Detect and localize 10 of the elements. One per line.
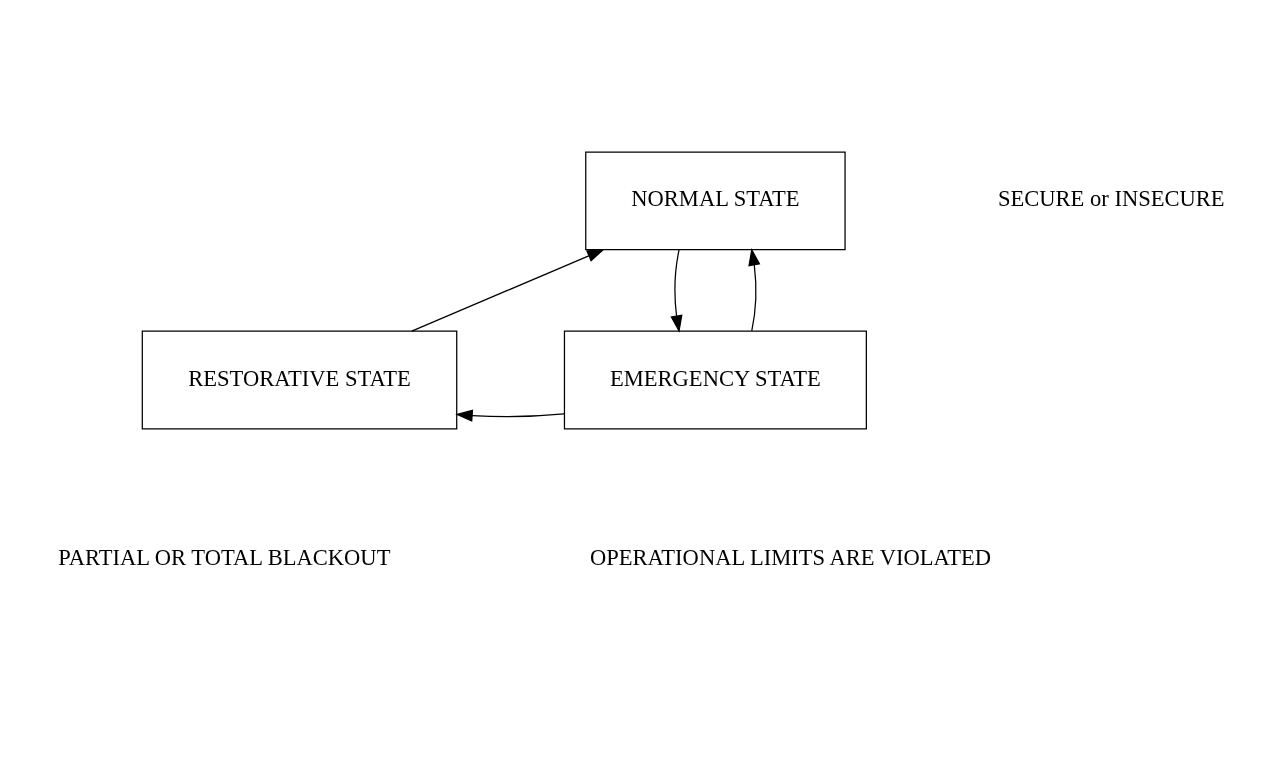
- node-box: EMERGENCY STATE: [563, 330, 867, 430]
- arrow: [670, 249, 683, 333]
- arrow: [748, 248, 761, 332]
- node-box: RESTORATIVE STATE: [141, 330, 458, 430]
- node-box: NORMAL STATE: [585, 151, 846, 251]
- label: SECURE or INSECURE: [997, 186, 1225, 212]
- label: OPERATIONAL LIMITS ARE VIOLATED: [589, 544, 992, 570]
- arrow: [455, 409, 565, 422]
- arrow: [411, 249, 605, 332]
- label: PARTIAL OR TOTAL BLACKOUT: [58, 544, 391, 570]
